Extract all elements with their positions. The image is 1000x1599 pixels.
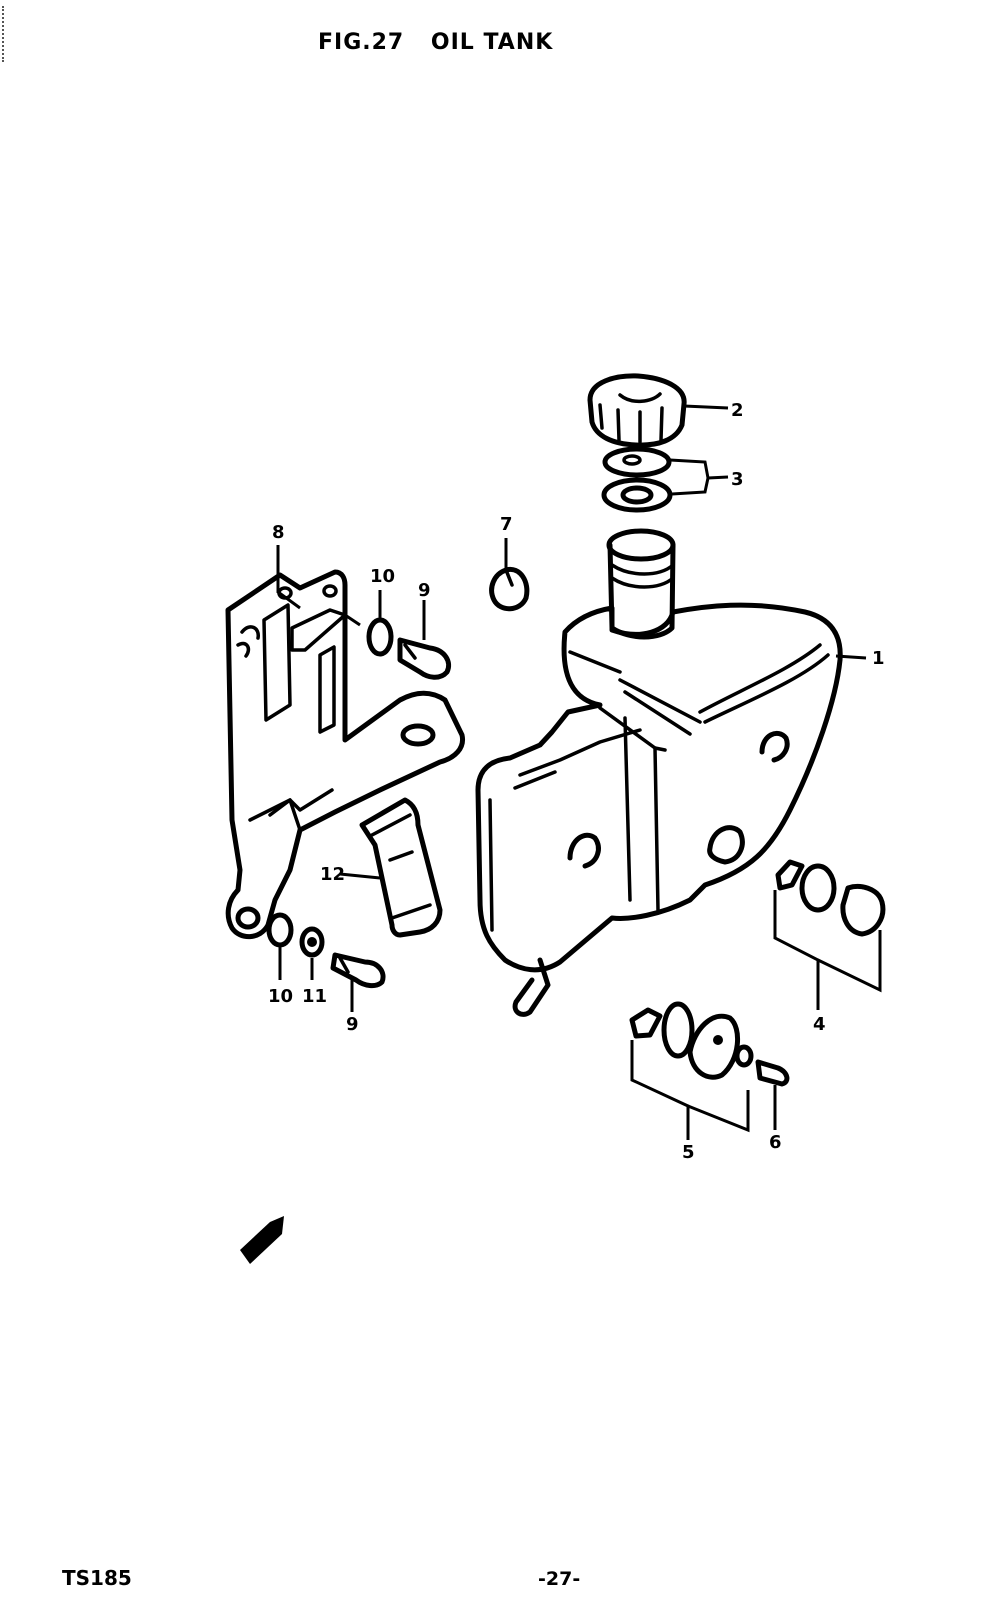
strainer-set bbox=[775, 859, 886, 937]
cover-screw bbox=[734, 1044, 790, 1087]
callout-5: 5 bbox=[682, 1142, 695, 1163]
washer-lower bbox=[266, 912, 294, 948]
model-code: TS185 bbox=[62, 1566, 132, 1590]
page-number: -27- bbox=[538, 1568, 581, 1590]
washer-upper bbox=[366, 617, 394, 657]
lock-washer-lower bbox=[299, 926, 325, 958]
front-direction-arrow-icon bbox=[240, 1216, 284, 1264]
callout-3: 3 bbox=[731, 469, 744, 490]
callout-10-upper: 10 bbox=[370, 566, 395, 587]
callout-7: 7 bbox=[500, 514, 513, 535]
callout-9-lower: 9 bbox=[346, 1014, 359, 1035]
figure-title: OIL TANK bbox=[430, 30, 554, 55]
callout-12: 12 bbox=[320, 864, 345, 885]
mounting-bracket bbox=[225, 569, 466, 940]
leader-lines bbox=[276, 404, 882, 1140]
tank-strap bbox=[359, 797, 443, 938]
callout-10-lower: 10 bbox=[268, 986, 293, 1007]
cover-set bbox=[629, 1001, 741, 1080]
page-title: FIG.27 OIL TANK bbox=[318, 30, 553, 55]
callout-9-upper: 9 bbox=[418, 580, 431, 601]
callout-labels: 1 2 3 4 5 6 7 8 9 10 11 12 10 9 bbox=[268, 400, 885, 1163]
figure-number: FIG.27 bbox=[318, 30, 405, 55]
oil-tank-body bbox=[475, 602, 843, 1017]
filler-neck bbox=[606, 528, 676, 640]
callout-2: 2 bbox=[731, 400, 744, 421]
callout-4: 4 bbox=[813, 1014, 826, 1035]
bolt-lower bbox=[330, 952, 386, 989]
scan-artifact bbox=[2, 6, 8, 62]
clip-ring bbox=[489, 566, 530, 612]
oil-tank-cap bbox=[587, 373, 687, 448]
callout-6: 6 bbox=[769, 1132, 782, 1153]
bolt-upper bbox=[397, 637, 452, 680]
callout-11: 11 bbox=[302, 986, 327, 1007]
callout-1: 1 bbox=[872, 648, 885, 669]
cap-washers bbox=[601, 446, 673, 513]
callout-8: 8 bbox=[272, 522, 285, 543]
